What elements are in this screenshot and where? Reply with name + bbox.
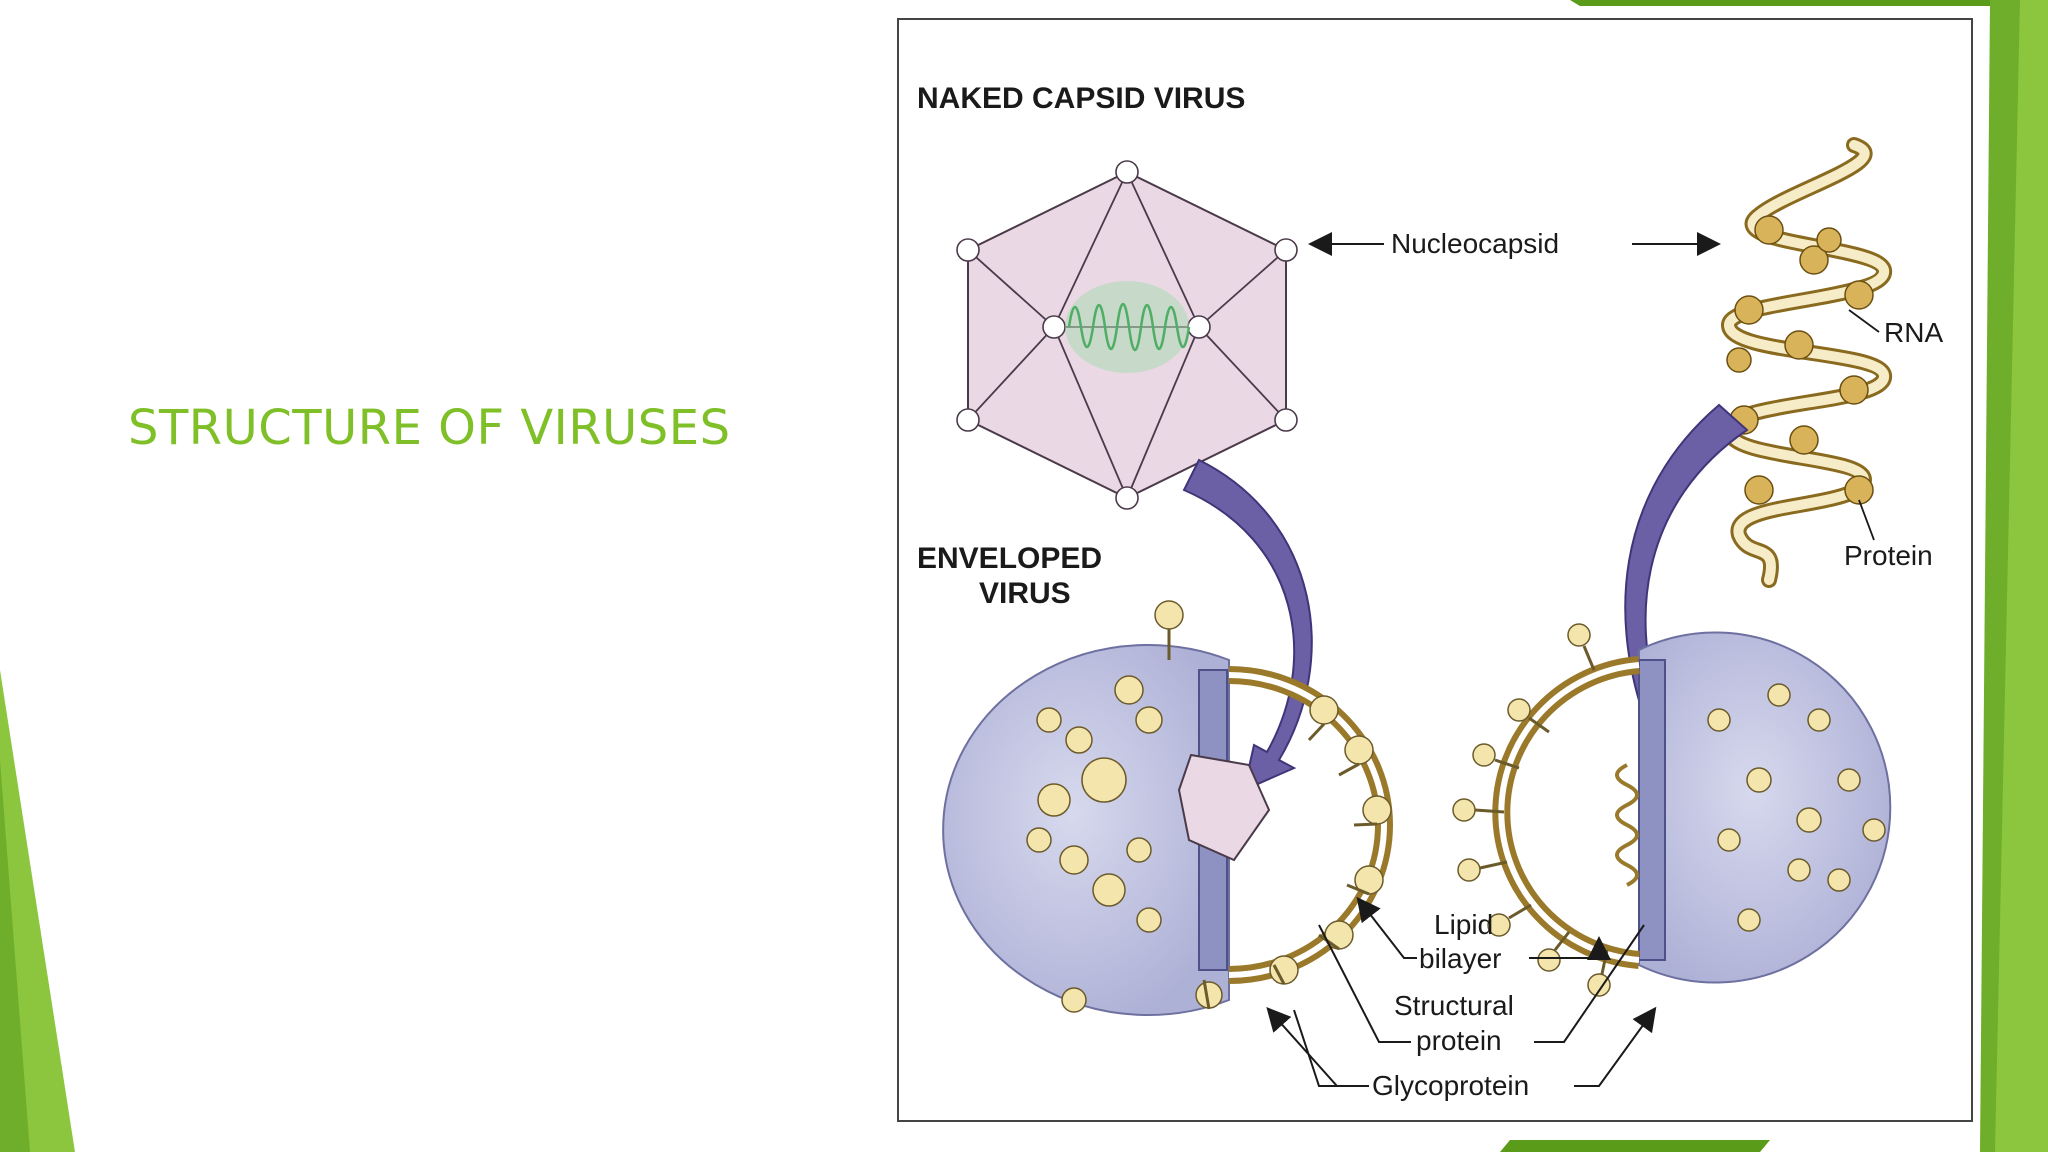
- slide-title: STRUCTURE OF VIRUSES: [128, 400, 731, 456]
- label-rna: RNA: [1884, 317, 1943, 348]
- virus-structure-diagram: NAKED CAPSID VIRUS ENVELOPED VIRUS: [897, 18, 1973, 1122]
- bottom-label-leaders: [1266, 896, 1657, 1087]
- protein-leader: [1858, 499, 1875, 541]
- label-glycoprotein: Glycoprotein: [1372, 1070, 1529, 1101]
- label-protein: Protein: [1844, 540, 1933, 571]
- naked-capsid-icon: [956, 160, 1298, 510]
- enveloped-virus-right-icon: [1452, 623, 1892, 997]
- heading-enveloped-2: VIRUS: [979, 577, 1071, 610]
- label-lipid-bilayer-2: bilayer: [1419, 943, 1501, 974]
- helical-nucleocapsid-icon: [1720, 137, 1892, 588]
- heading-enveloped-1: ENVELOPED: [917, 542, 1102, 575]
- right-edge-accent-inner: [1980, 0, 2020, 1152]
- label-lipid: Lipid: [1434, 909, 1493, 940]
- heading-naked-capsid: NAKED CAPSID VIRUS: [917, 82, 1245, 115]
- top-right-accent: [1570, 0, 2048, 6]
- label-nucleocapsid: Nucleocapsid: [1391, 228, 1559, 259]
- enveloped-virus-left-icon: [942, 600, 1393, 1016]
- rna-leader: [1848, 309, 1880, 333]
- label-structural: Structural: [1394, 990, 1514, 1021]
- left-edge-accent-dark: [0, 760, 30, 1152]
- label-protein-2: protein: [1416, 1025, 1502, 1056]
- bottom-accent: [1500, 1140, 1770, 1152]
